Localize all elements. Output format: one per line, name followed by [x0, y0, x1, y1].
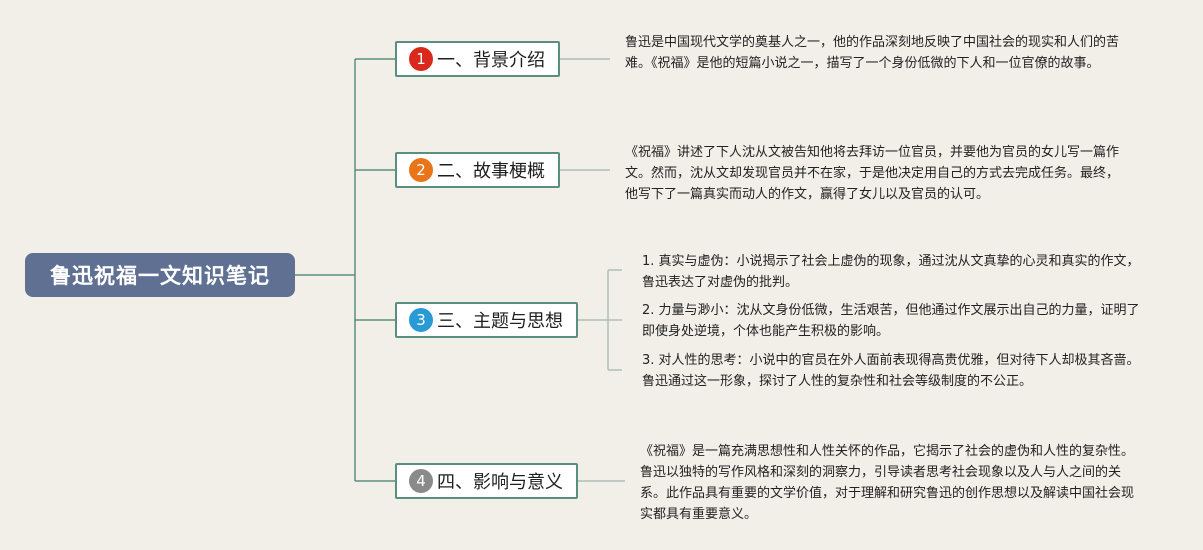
- note-text: 3. 对人性的思考：小说中的官员在外人面前表现得高贵优雅，但对待下人却极其吝啬。…: [642, 353, 1140, 389]
- branch-theme-and-thought[interactable]: 3 三、主题与思想: [395, 302, 578, 338]
- number-badge-4: 4: [409, 469, 433, 493]
- root-topic[interactable]: 鲁迅祝福一文知识笔记: [25, 253, 295, 297]
- note-text: 《祝福》是一篇充满思想性和人性关怀的作品，它揭示了社会的虚伪和人性的复杂性。鲁迅…: [640, 444, 1135, 522]
- note-influence: 《祝福》是一篇充满思想性和人性关怀的作品，它揭示了社会的虚伪和人性的复杂性。鲁迅…: [640, 441, 1140, 525]
- note-theme-2: 2. 力量与渺小：沈从文身份低微，生活艰苦，但他通过作文展示出自己的力量，证明了…: [642, 300, 1142, 342]
- branch-label-2: 二、故事梗概: [437, 161, 545, 182]
- note-text: 鲁迅是中国现代文学的奠基人之一，他的作品深刻地反映了中国社会的现实和人们的苦难。…: [625, 35, 1120, 71]
- branch-influence-and-significance[interactable]: 4 四、影响与意义: [395, 463, 578, 499]
- note-text: 《祝福》讲述了下人沈从文被告知他将去拜访一位官员，并要他为官员的女儿写一篇作文。…: [625, 145, 1120, 202]
- branch-label-3: 三、主题与思想: [437, 311, 563, 332]
- number-badge-2: 2: [409, 158, 433, 182]
- note-theme-1: 1. 真实与虚伪：小说揭示了社会上虚伪的现象，通过沈从文真挚的心灵和真实的作文，…: [642, 251, 1142, 293]
- branch-label-1: 一、背景介绍: [437, 50, 545, 71]
- note-theme-3: 3. 对人性的思考：小说中的官员在外人面前表现得高贵优雅，但对待下人却极其吝啬。…: [642, 350, 1142, 392]
- branch-label-4: 四、影响与意义: [437, 472, 563, 493]
- number-badge-3: 3: [409, 308, 433, 332]
- note-text: 1. 真实与虚伪：小说揭示了社会上虚伪的现象，通过沈从文真挚的心灵和真实的作文，…: [642, 254, 1140, 290]
- note-text: 2. 力量与渺小：沈从文身份低微，生活艰苦，但他通过作文展示出自己的力量，证明了…: [642, 303, 1140, 339]
- number-badge-1: 1: [409, 47, 433, 71]
- note-story-summary: 《祝福》讲述了下人沈从文被告知他将去拜访一位官员，并要他为官员的女儿写一篇作文。…: [625, 142, 1125, 205]
- branch-background[interactable]: 1 一、背景介绍: [395, 41, 560, 77]
- branch-story-summary[interactable]: 2 二、故事梗概: [395, 152, 560, 188]
- note-background: 鲁迅是中国现代文学的奠基人之一，他的作品深刻地反映了中国社会的现实和人们的苦难。…: [625, 32, 1125, 74]
- root-title: 鲁迅祝福一文知识笔记: [50, 264, 270, 288]
